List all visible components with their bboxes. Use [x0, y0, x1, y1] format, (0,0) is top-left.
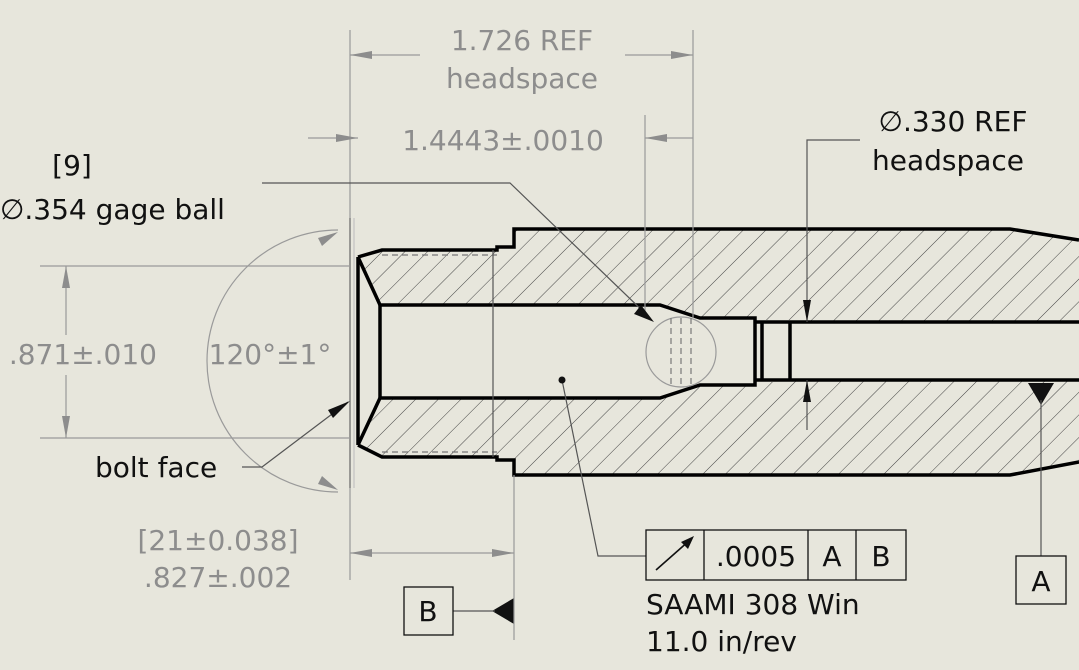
- gdt-tolerance: .0005: [716, 540, 796, 573]
- neck-diameter-ref-value: ∅.330 REF: [879, 105, 1028, 138]
- headspace-ref-dim-lines: [349, 30, 694, 318]
- headspace-ref-value: 1.726 REF: [451, 24, 593, 57]
- bore-diameter-value: .871±.010: [9, 338, 157, 371]
- gdt-frame: .0005 A B: [645, 529, 907, 581]
- datum-a-label: A: [1031, 565, 1050, 598]
- gage-ball: [645, 316, 717, 388]
- thread-length-dim-lines: [349, 475, 515, 580]
- twist-note: 11.0 in/rev: [646, 625, 797, 658]
- headspace-ref-note: headspace: [446, 62, 598, 95]
- datum-a-symbol: A: [1015, 383, 1067, 605]
- chamfer-angle-dim: [206, 229, 339, 493]
- datum-b-label: B: [418, 595, 437, 628]
- gdt-datum-a: A: [822, 540, 841, 573]
- gage-length-value: 1.4443±.0010: [402, 124, 604, 157]
- neck-diameter-ref-note: headspace: [872, 144, 1024, 177]
- section-hatching: [358, 229, 1079, 475]
- gdt-leader: [558, 376, 646, 557]
- gage-length-dim-lines: [308, 115, 693, 318]
- chamber-note: SAAMI 308 Win: [646, 588, 860, 621]
- neck-diameter-dim-lines: [803, 139, 860, 430]
- bolt-face-leader: [242, 401, 350, 468]
- barrel-outline: [356, 227, 1079, 477]
- gdt-datum-b: B: [871, 540, 890, 573]
- thread-hidden-lines: [382, 250, 497, 457]
- gage-ball-bracket: [9]: [52, 149, 92, 182]
- circular-runout-icon: [655, 536, 694, 571]
- gage-ball-leader: [262, 182, 654, 322]
- bolt-face-label: bolt face: [95, 451, 217, 484]
- datum-b-symbol: B: [403, 580, 515, 640]
- bore-diameter-dim-lines: [40, 265, 350, 439]
- gage-ball-label: ∅.354 gage ball: [0, 193, 225, 226]
- thread-length-value: .827±.002: [144, 561, 292, 594]
- thread-length-metric: [21±0.038]: [137, 524, 298, 557]
- chamfer-angle-value: 120°±1°: [209, 338, 332, 371]
